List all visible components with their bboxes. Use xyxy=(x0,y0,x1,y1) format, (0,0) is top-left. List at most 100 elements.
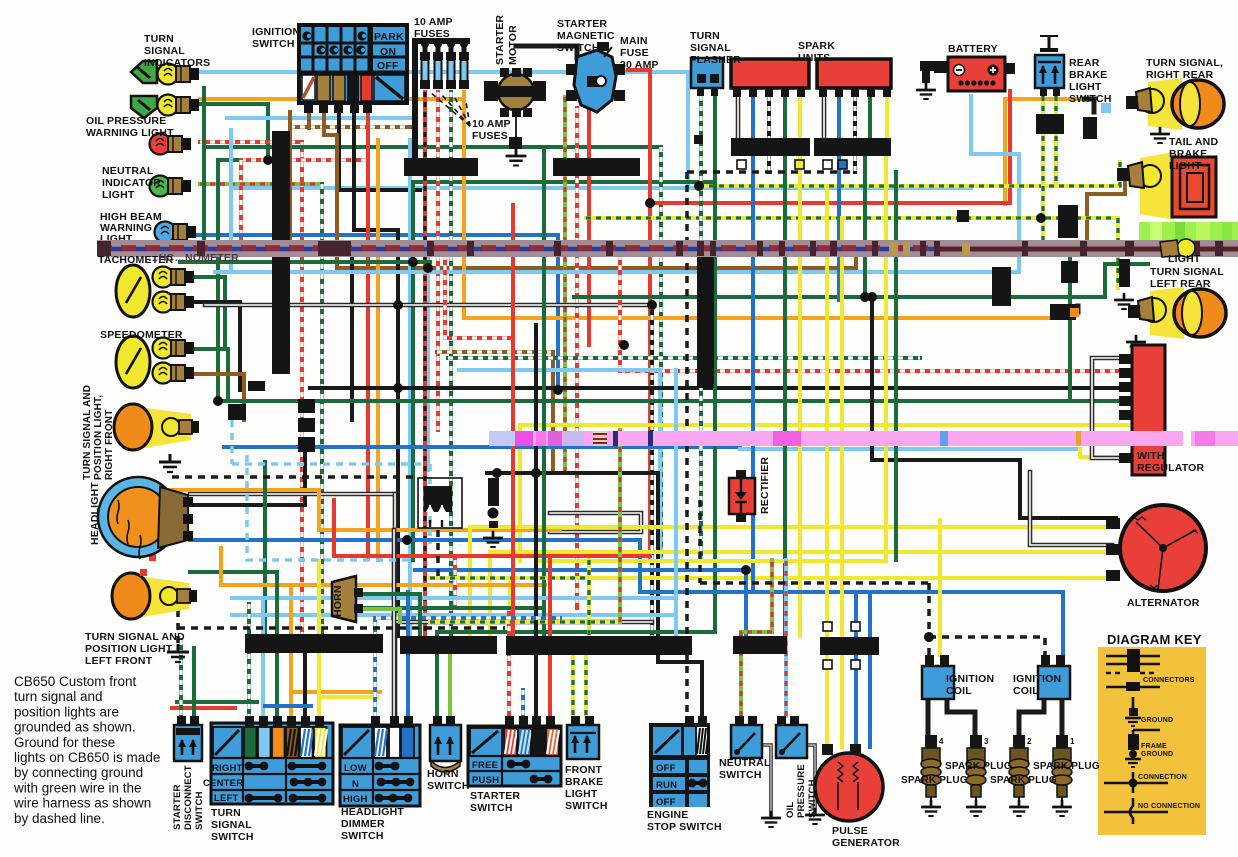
svg-text:BATTERY: BATTERY xyxy=(948,43,998,55)
svg-text:REAR: REAR xyxy=(1069,57,1100,69)
svg-text:BRAKE: BRAKE xyxy=(1169,148,1207,160)
svg-text:HORN: HORN xyxy=(332,585,344,617)
svg-text:HORN: HORN xyxy=(427,768,459,780)
svg-text:CONNECTORS: CONNECTORS xyxy=(1143,677,1195,684)
svg-text:RIGHT FRONT: RIGHT FRONT xyxy=(104,409,115,480)
svg-text:LEFT REAR: LEFT REAR xyxy=(1150,278,1211,290)
svg-text:WARNING: WARNING xyxy=(100,222,152,234)
svg-text:3: 3 xyxy=(984,737,989,746)
svg-text:SWITCH: SWITCH xyxy=(427,780,470,792)
svg-text:FUSES: FUSES xyxy=(472,130,508,142)
svg-text:RUN: RUN xyxy=(656,780,677,791)
svg-text:WARNING LIGHT: WARNING LIGHT xyxy=(86,127,174,139)
svg-text:RIGHT REAR: RIGHT REAR xyxy=(1146,69,1214,81)
svg-text:TURN SIGNAL AND: TURN SIGNAL AND xyxy=(85,631,185,643)
svg-text:HEADLIGHT: HEADLIGHT xyxy=(341,806,404,818)
svg-text:LOW: LOW xyxy=(344,763,367,774)
svg-text:STARTER: STARTER xyxy=(494,15,506,65)
svg-text:LEFT FRONT: LEFT FRONT xyxy=(85,655,153,667)
svg-text:MOTOR: MOTOR xyxy=(507,25,519,65)
svg-text:OFF: OFF xyxy=(377,60,399,72)
svg-text:SWITCH: SWITCH xyxy=(194,791,205,830)
svg-text:DIMMER: DIMMER xyxy=(341,818,385,830)
svg-text:RIGHT: RIGHT xyxy=(212,763,243,774)
svg-text:SPEEDOMETER: SPEEDOMETER xyxy=(100,329,183,341)
svg-text:4: 4 xyxy=(939,737,944,746)
svg-text:TURN SIGNAL AND: TURN SIGNAL AND xyxy=(82,385,93,480)
svg-text:POSITION LIGHT,: POSITION LIGHT, xyxy=(85,643,174,655)
svg-text:TURN SIGNAL: TURN SIGNAL xyxy=(1150,266,1224,278)
svg-text:SWITCH: SWITCH xyxy=(807,779,818,818)
svg-text:SPARK: SPARK xyxy=(798,40,835,52)
svg-text:grounded as shown.: grounded as shown. xyxy=(14,720,136,735)
svg-text:SWITCH: SWITCH xyxy=(719,769,762,781)
svg-text:wire harness as shown: wire harness as shown xyxy=(13,796,151,811)
svg-text:PUSH: PUSH xyxy=(472,775,499,786)
svg-text:2: 2 xyxy=(1027,737,1032,746)
svg-text:POSITION LIGHT,: POSITION LIGHT, xyxy=(93,395,104,480)
svg-text:position lights are: position lights are xyxy=(14,704,119,719)
svg-text:STARTER: STARTER xyxy=(470,790,520,802)
svg-text:HIGH BEAM: HIGH BEAM xyxy=(100,211,162,223)
svg-text:LIGHT: LIGHT xyxy=(1168,253,1201,265)
svg-text:SWITCH: SWITCH xyxy=(565,800,608,812)
svg-text:DIAGRAM KEY: DIAGRAM KEY xyxy=(1107,632,1202,647)
svg-text:GROUND: GROUND xyxy=(1141,751,1173,758)
svg-text:FRAME: FRAME xyxy=(1141,743,1167,750)
svg-text:SWITCH: SWITCH xyxy=(557,42,600,54)
svg-text:by connecting ground: by connecting ground xyxy=(14,765,143,780)
svg-text:OFF: OFF xyxy=(656,797,676,808)
svg-text:UNITS: UNITS xyxy=(798,52,831,64)
svg-text:FUSES: FUSES xyxy=(414,28,450,40)
svg-text:REGULATOR: REGULATOR xyxy=(1137,462,1205,474)
svg-text:SWITCH: SWITCH xyxy=(1069,93,1112,105)
svg-text:PRESSURE: PRESSURE xyxy=(796,764,807,818)
svg-text:NO CONNECTION: NO CONNECTION xyxy=(1138,803,1200,810)
svg-text:ENGINE: ENGINE xyxy=(647,809,688,821)
svg-text:LEFT: LEFT xyxy=(214,793,239,804)
svg-text:SWITCH: SWITCH xyxy=(341,830,384,842)
svg-text:LIGHT: LIGHT xyxy=(1169,160,1202,172)
svg-text:FREE: FREE xyxy=(472,760,498,771)
svg-text:RECTIFIER: RECTIFIER xyxy=(759,457,771,514)
svg-text:turn signal and: turn signal and xyxy=(14,689,103,704)
svg-text:SIGNAL: SIGNAL xyxy=(211,819,252,831)
svg-text:10 AMP: 10 AMP xyxy=(414,16,453,28)
svg-text:NEUTRAL: NEUTRAL xyxy=(719,757,771,769)
svg-text:SWITCH: SWITCH xyxy=(252,38,295,50)
svg-text:SWITCH: SWITCH xyxy=(470,802,513,814)
svg-text:1: 1 xyxy=(1070,737,1075,746)
svg-text:FRONT: FRONT xyxy=(565,764,603,776)
svg-text:30 AMP: 30 AMP xyxy=(620,59,659,71)
svg-text:HIGH: HIGH xyxy=(343,794,368,805)
svg-text:INDICATOR: INDICATOR xyxy=(102,177,161,189)
svg-text:PULSE: PULSE xyxy=(832,825,868,837)
svg-text:MAGNETIC: MAGNETIC xyxy=(557,30,615,42)
svg-text:OIL PRESSURE: OIL PRESSURE xyxy=(86,115,166,127)
svg-text:FLASHER: FLASHER xyxy=(690,54,741,66)
svg-text:COIL: COIL xyxy=(1013,685,1039,697)
svg-text:with green wire in the: with green wire in the xyxy=(13,780,142,795)
svg-text:STARTER: STARTER xyxy=(172,784,183,830)
svg-text:10 AMP: 10 AMP xyxy=(472,118,511,130)
svg-text:TACHOMETER: TACHOMETER xyxy=(98,254,174,266)
svg-text:TAIL AND: TAIL AND xyxy=(1169,136,1218,148)
svg-text:LIGHT: LIGHT xyxy=(1069,81,1102,93)
svg-text:TURN: TURN xyxy=(144,33,174,45)
svg-text:SIGNAL: SIGNAL xyxy=(690,42,731,54)
svg-text:N: N xyxy=(352,779,359,790)
svg-text:CONNECTION: CONNECTION xyxy=(1138,774,1187,781)
svg-text:FUSE: FUSE xyxy=(620,47,649,59)
svg-text:GROUND: GROUND xyxy=(1141,717,1173,724)
svg-text:CENTER: CENTER xyxy=(203,778,243,789)
svg-text:DISCONNECT: DISCONNECT xyxy=(183,765,194,830)
svg-text:LIGHT: LIGHT xyxy=(565,788,598,800)
svg-text:LIGHT: LIGHT xyxy=(102,189,135,201)
svg-text:NEUTRAL: NEUTRAL xyxy=(102,165,154,177)
svg-text:SIGNAL: SIGNAL xyxy=(144,45,185,57)
svg-text:SPARK PLUG: SPARK PLUG xyxy=(901,775,968,786)
svg-text:SPARK PLUG: SPARK PLUG xyxy=(945,761,1012,772)
svg-text:HEADLIGHT: HEADLIGHT xyxy=(89,482,101,545)
svg-text:ALTERNATOR: ALTERNATOR xyxy=(1127,597,1200,609)
svg-text:BRAKE: BRAKE xyxy=(1069,69,1107,81)
